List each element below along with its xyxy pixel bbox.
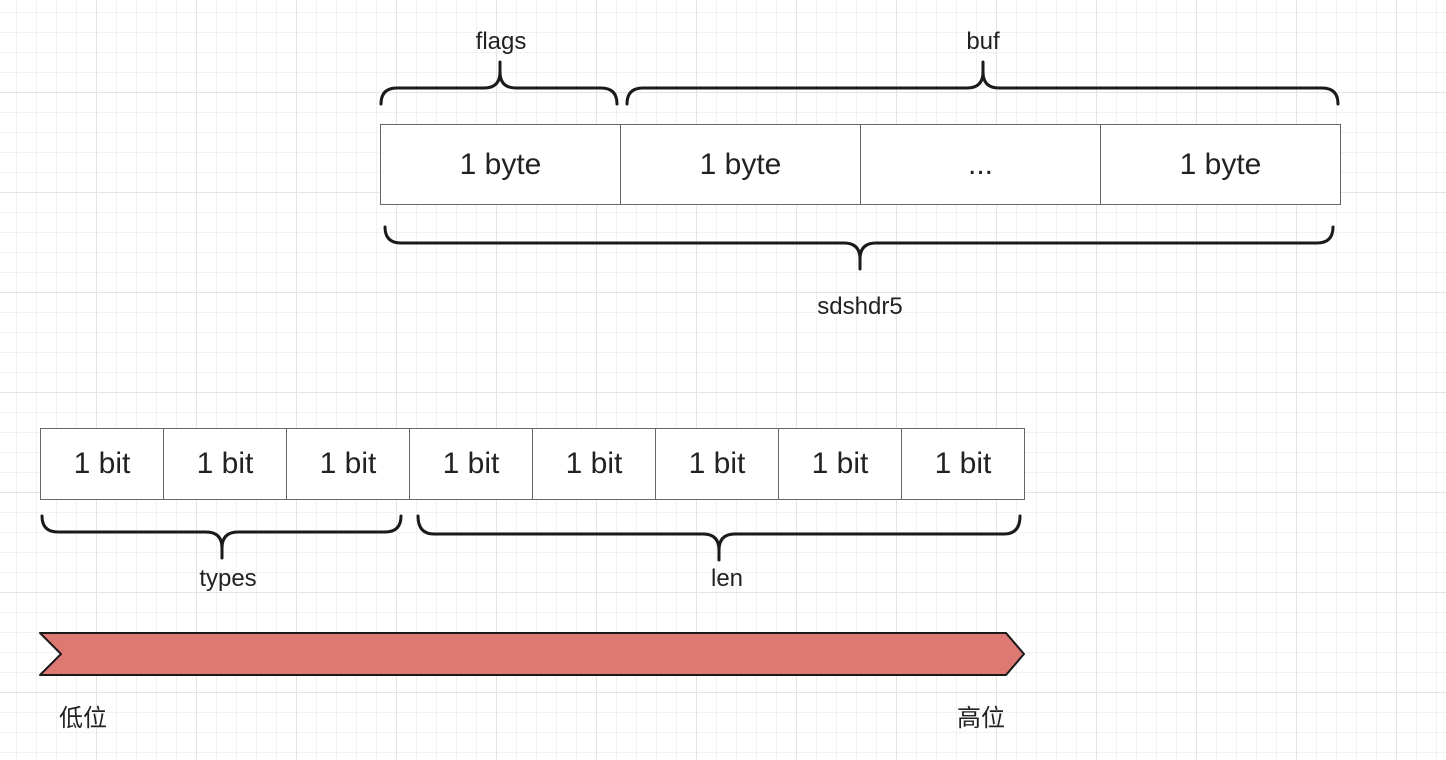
bit-cell: 1 bit [655, 428, 779, 500]
bit-cell: 1 bit [163, 428, 287, 500]
byte-cell-buf-last: 1 byte [1100, 124, 1341, 205]
types-brace [40, 514, 403, 560]
byte-cell-buf-first: 1 byte [620, 124, 861, 205]
len-label: len [710, 565, 744, 592]
types-label: types [199, 565, 257, 592]
sdshdr5-brace [383, 225, 1335, 271]
high-bit-label: 高位 [957, 705, 1005, 732]
bit-cell: 1 bit [778, 428, 902, 500]
sdshdr5-label: sdshdr5 [817, 293, 903, 320]
bit-cell: 1 bit [40, 428, 164, 500]
bit-cell: 1 bit [409, 428, 533, 500]
byte-cell-flags: 1 byte [380, 124, 621, 205]
flags-label: flags [475, 28, 527, 55]
bit-cell: 1 bit [532, 428, 656, 500]
buf-label: buf [966, 28, 1000, 55]
byte-cell-ellipsis: ... [860, 124, 1101, 205]
bit-order-arrow [39, 632, 1025, 676]
flags-brace [379, 60, 619, 106]
bit-cell: 1 bit [286, 428, 410, 500]
bit-cell: 1 bit [901, 428, 1025, 500]
len-brace [416, 514, 1022, 562]
low-bit-label: 低位 [59, 705, 107, 732]
buf-brace [625, 60, 1340, 106]
